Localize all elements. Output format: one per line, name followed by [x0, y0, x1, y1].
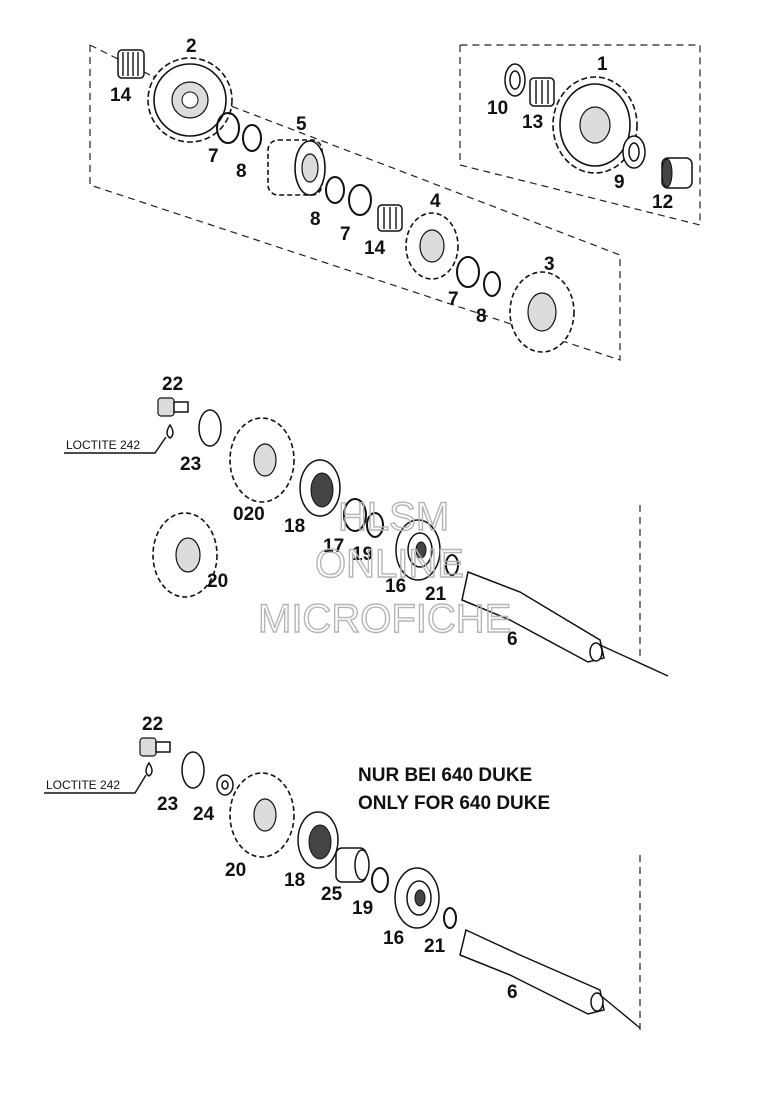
loctite-leader-b [44, 774, 147, 794]
needle-bearing-13 [529, 77, 555, 107]
washer-8-mid [325, 176, 345, 204]
callout-7-low: 7 [448, 289, 459, 310]
gear-3 [509, 271, 575, 353]
callout-1: 1 [597, 54, 608, 75]
sprocket-20-b [229, 772, 295, 858]
snap-ring-7-top [216, 112, 240, 144]
callout-020: 020 [233, 504, 265, 525]
callout-24: 24 [193, 804, 215, 825]
callout-8-mid: 8 [310, 209, 321, 230]
gear-1 [552, 76, 638, 174]
countershaft-6-b [459, 928, 605, 1015]
countershaft-6-a [461, 570, 605, 663]
callout-5: 5 [296, 114, 307, 135]
callout-22-a: 22 [162, 374, 183, 395]
callout-17: 17 [323, 536, 344, 557]
callout-13: 13 [522, 112, 543, 133]
flange-bolt-22-b [139, 737, 171, 757]
callout-3: 3 [544, 254, 555, 275]
callout-25: 25 [321, 884, 343, 905]
loctite-drop-b [145, 761, 153, 777]
snap-ring-7-low [456, 256, 480, 288]
callout-16-b: 16 [383, 928, 404, 949]
callout-20-b: 20 [225, 860, 246, 881]
callout-14-mid: 14 [364, 238, 386, 259]
note-german: NUR BEI 640 DUKE [358, 765, 532, 786]
countershaft-dashed-outline [89, 44, 701, 361]
callout-7-mid: 7 [340, 224, 351, 245]
note-english: ONLY FOR 640 DUKE [358, 793, 550, 814]
shaft-centerline-a [599, 644, 669, 677]
watermark-line-1: HLSM [338, 495, 449, 539]
watermark-line-3: MICROFICHE [258, 597, 511, 641]
washer-10 [504, 63, 526, 97]
callout-21-b: 21 [424, 936, 446, 957]
callout-6-a: 6 [507, 629, 518, 650]
o-ring-17 [343, 498, 367, 532]
loctite-drop-a [166, 423, 174, 439]
callout-8-low: 8 [476, 306, 487, 327]
spacer-25 [335, 847, 370, 883]
shaft-seal-18-a [299, 459, 341, 517]
callout-2: 2 [186, 36, 197, 57]
needle-bearing-14-top [117, 49, 145, 79]
callout-22-b: 22 [142, 714, 163, 735]
watermark-line-2: ONLINE [315, 542, 464, 586]
gear-4 [405, 212, 459, 280]
o-ring-19-b [371, 867, 389, 893]
callout-23-b: 23 [157, 794, 178, 815]
sprocket-020 [229, 417, 295, 503]
gear-2 [147, 57, 233, 143]
sprocket-20-a [152, 512, 218, 598]
shaft-centerline-b [599, 994, 641, 1029]
ball-bearing-16-a [395, 519, 441, 581]
washer-21-a [445, 554, 459, 576]
callout-20-a: 20 [207, 571, 228, 592]
callout-4: 4 [430, 191, 441, 212]
shaft-seal-18-b [297, 811, 339, 869]
callout-16-a: 16 [385, 576, 406, 597]
callout-19-b: 19 [352, 898, 373, 919]
ball-bearing-16-b [394, 867, 440, 929]
washer-8-low [483, 271, 501, 297]
callout-18-b: 18 [284, 870, 305, 891]
needle-bearing-12 [661, 157, 693, 189]
loctite-leader-a [64, 436, 167, 454]
o-ring-19-a [366, 512, 384, 538]
callout-10: 10 [487, 98, 508, 119]
gear-5 [267, 139, 326, 196]
callout-12: 12 [652, 192, 673, 213]
washer-24 [216, 774, 234, 796]
flange-bolt-22-a [157, 397, 189, 417]
washer-21-b [443, 907, 457, 929]
needle-bearing-14-mid [377, 204, 403, 232]
callout-18-a: 18 [284, 516, 305, 537]
loctite-label-a: LOCTITE 242 [66, 438, 140, 452]
callout-23-a: 23 [180, 454, 201, 475]
washer-8-top [242, 124, 262, 152]
callout-9: 9 [614, 172, 625, 193]
callout-21-a: 21 [425, 584, 447, 605]
washer-9 [622, 135, 646, 169]
snap-ring-7-mid [348, 184, 372, 216]
callout-14-top: 14 [110, 85, 132, 106]
washer-23-a [198, 409, 222, 447]
washer-23-b [181, 751, 205, 789]
callout-19-a: 19 [352, 544, 373, 565]
callout-8-top: 8 [236, 161, 247, 182]
callout-7-top: 7 [208, 146, 219, 167]
callout-6-b: 6 [507, 982, 518, 1003]
loctite-label-b: LOCTITE 242 [46, 778, 120, 792]
